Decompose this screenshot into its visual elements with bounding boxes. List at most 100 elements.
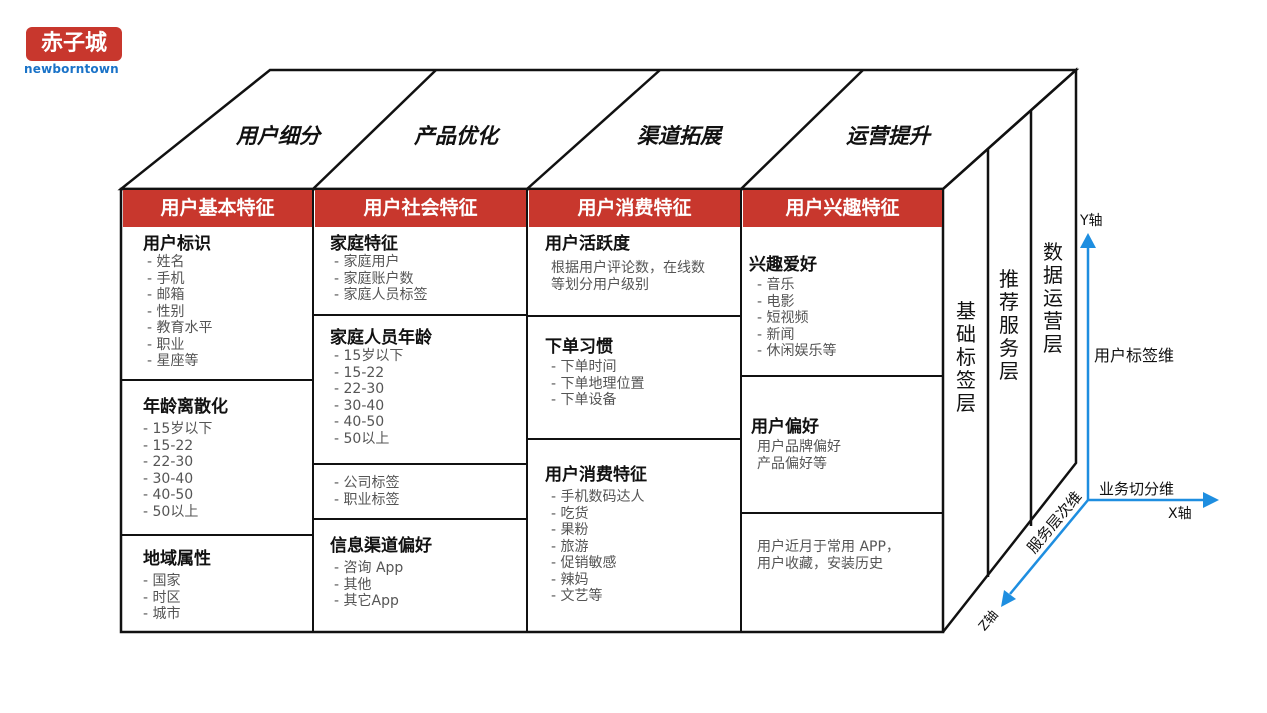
list-item: - 下单时间 bbox=[551, 359, 617, 375]
list-item: - 15-22 bbox=[143, 437, 194, 454]
top-label-user-segmentation: 用户细分 bbox=[236, 124, 320, 148]
top-label-product-optimization: 产品优化 bbox=[414, 124, 498, 148]
list-item: - 短视频 bbox=[757, 310, 809, 326]
list-item: - 旅游 bbox=[551, 538, 589, 555]
cube-right-face bbox=[942, 67, 1078, 633]
section-title: 兴趣爱好 bbox=[749, 255, 817, 275]
cube-front-face bbox=[119, 187, 945, 634]
list-item: - 吃货 bbox=[551, 505, 589, 522]
layer-label-recommendation-service: 推荐服务层 bbox=[999, 267, 1019, 383]
top-label-channel-expansion: 渠道拓展 bbox=[637, 124, 721, 148]
list-item: - 果粉 bbox=[551, 522, 589, 538]
list-item: - 30-40 bbox=[143, 470, 194, 487]
list-item: - 休闲娱乐等 bbox=[757, 343, 837, 359]
y-dimension-label: 用户标签维 bbox=[1094, 346, 1175, 365]
list-item: - 其它App bbox=[334, 593, 399, 609]
list-item: - 促销敏感 bbox=[551, 555, 617, 571]
list-item: - 22-30 bbox=[334, 381, 385, 397]
section-user-id: 用户标识 - 姓名 - 手机 - 邮箱 - 性别 - 教育水平 - 职业 - 星… bbox=[143, 234, 213, 370]
list-item: 用户近月于常用 APP， bbox=[757, 539, 900, 555]
list-item: - 30-40 bbox=[334, 397, 385, 414]
list-item: 根据用户评论数，在线数 bbox=[551, 260, 705, 276]
list-item: - 辣妈 bbox=[551, 571, 589, 588]
list-item: 用户收藏，安装历史 bbox=[757, 555, 883, 572]
list-item: - 文艺等 bbox=[551, 588, 603, 604]
list-item: - 40-50 bbox=[334, 414, 385, 430]
list-item: - 公司标签 bbox=[334, 475, 400, 491]
logo-subtitle: newborntown bbox=[24, 62, 119, 76]
section-title: 用户活跃度 bbox=[545, 234, 630, 254]
z-axis-line bbox=[1009, 499, 1089, 595]
list-item: - 手机数码达人 bbox=[551, 489, 645, 505]
x-axis-label: X轴 bbox=[1168, 506, 1192, 522]
section-user-activity: 用户活跃度 根据用户评论数，在线数 等划分用户级别 bbox=[545, 234, 705, 293]
section-consumption-traits: 用户消费特征 - 手机数码达人 - 吃货 - 果粉 - 旅游 - 促销敏感 - … bbox=[545, 465, 647, 605]
x-dimension-label: 业务切分维 bbox=[1099, 480, 1175, 498]
list-item: - 教育水平 bbox=[147, 320, 213, 336]
section-title: 用户偏好 bbox=[751, 417, 819, 437]
section-title: 用户标识 bbox=[143, 234, 211, 254]
list-item: - 城市 bbox=[143, 606, 181, 622]
list-item: - 家庭人员标签 bbox=[334, 287, 428, 303]
list-item: - 邮箱 bbox=[147, 287, 185, 303]
list-item: - 下单地理位置 bbox=[551, 375, 645, 392]
list-item: - 国家 bbox=[143, 573, 181, 589]
y-axis-arrow bbox=[1080, 233, 1096, 248]
y-axis-label: Y轴 bbox=[1080, 213, 1103, 229]
list-item: - 职业 bbox=[147, 336, 185, 353]
section-age-discretization: 年龄离散化 - 15岁以下 - 15-22 - 22-30 - 30-40 - … bbox=[143, 397, 228, 520]
section-ordering-habits: 下单习惯 - 下单时间 - 下单地理位置 - 下单设备 bbox=[545, 337, 645, 409]
layer-label-data-operation: 数据运营层 bbox=[1043, 240, 1063, 356]
top-label-operation-improvement: 运营提升 bbox=[846, 124, 930, 148]
section-region: 地域属性 - 国家 - 时区 - 城市 bbox=[143, 549, 211, 623]
x-axis-arrow bbox=[1203, 492, 1219, 508]
section-family-member-age: 家庭人员年龄 - 15岁以下 - 15-22 - 22-30 - 30-40 -… bbox=[330, 328, 432, 447]
section-title: 用户消费特征 bbox=[545, 465, 647, 485]
header-interest-features: 用户兴趣特征 bbox=[743, 190, 942, 227]
section-family-features: 家庭特征 - 家庭用户 - 家庭账户数 - 家庭人员标签 bbox=[330, 234, 428, 304]
list-item: - 音乐 bbox=[757, 277, 795, 293]
list-item: - 手机 bbox=[147, 270, 185, 287]
list-item: - 40-50 bbox=[143, 487, 194, 503]
list-item: - 15-22 bbox=[334, 364, 385, 381]
header-basic-features: 用户基本特征 bbox=[123, 190, 312, 227]
z-axis-arrow bbox=[1001, 590, 1016, 607]
list-item: - 下单设备 bbox=[551, 392, 617, 408]
list-item: - 咨询 App bbox=[334, 560, 404, 576]
list-item: - 15岁以下 bbox=[143, 421, 213, 437]
list-item: - 家庭账户数 bbox=[334, 270, 414, 287]
header-consumption-features: 用户消费特征 bbox=[529, 190, 740, 227]
header-social-features: 用户社会特征 bbox=[315, 190, 526, 227]
section-title: 下单习惯 bbox=[545, 337, 613, 357]
list-item: - 职业标签 bbox=[334, 491, 400, 508]
list-item: - 性别 bbox=[147, 303, 185, 320]
layer-label-basic-tags: 基础标签层 bbox=[956, 299, 976, 415]
logo: 赤子城 bbox=[26, 27, 122, 61]
section-hobbies: 兴趣爱好 - 音乐 - 电影 - 短视频 - 新闻 - 休闲娱乐等 bbox=[749, 255, 837, 360]
list-item: - 15岁以下 bbox=[334, 348, 404, 364]
list-item: 用户品牌偏好 bbox=[757, 439, 841, 455]
top-divider-1 bbox=[312, 69, 437, 190]
list-item: - 姓名 bbox=[147, 254, 185, 270]
list-item: - 家庭用户 bbox=[334, 254, 400, 270]
section-title: 信息渠道偏好 bbox=[330, 536, 432, 556]
section-title: 家庭人员年龄 bbox=[330, 328, 432, 348]
list-item: - 50以上 bbox=[334, 430, 390, 447]
list-item: 产品偏好等 bbox=[757, 455, 827, 472]
section-title: 家庭特征 bbox=[330, 234, 398, 254]
list-item: - 星座等 bbox=[147, 353, 199, 369]
list-item: - 其他 bbox=[334, 576, 372, 593]
top-divider-3 bbox=[740, 69, 864, 190]
list-item: - 22-30 bbox=[143, 454, 194, 470]
section-title: 年龄离散化 bbox=[143, 397, 228, 417]
section-user-preference: 用户偏好 用户品牌偏好 产品偏好等 bbox=[751, 417, 841, 472]
list-item: - 时区 bbox=[143, 589, 181, 606]
list-item: 等划分用户级别 bbox=[551, 276, 649, 293]
section-info-channel-preference: 信息渠道偏好 - 咨询 App - 其他 - 其它App bbox=[330, 536, 432, 610]
list-item: - 新闻 bbox=[757, 326, 795, 343]
top-divider-2 bbox=[526, 69, 661, 190]
section-company-tags: - 公司标签 - 职业标签 bbox=[334, 475, 400, 508]
list-item: - 50以上 bbox=[143, 503, 199, 520]
section-title: 地域属性 bbox=[143, 549, 211, 569]
